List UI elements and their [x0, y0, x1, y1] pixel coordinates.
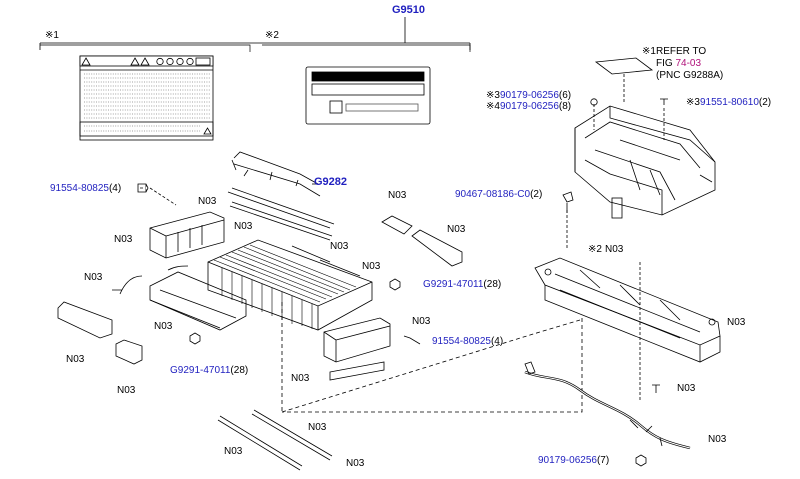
n03-label: N03 — [198, 196, 217, 207]
bus-bar — [411, 229, 463, 267]
n03-label: N03 — [224, 446, 243, 457]
spacer-note-mark: ※2 — [588, 244, 602, 255]
connecting-rod — [229, 201, 333, 241]
n03-label: N03 — [346, 458, 365, 469]
refer-fig-link[interactable]: 74-03 — [675, 58, 702, 69]
n03-label: N03 — [677, 383, 696, 394]
refer-pnc: (PNC G9288A) — [656, 70, 724, 81]
side-rail — [115, 339, 143, 365]
n03-label: N03 — [362, 261, 381, 272]
n03-label: N03 — [114, 234, 133, 245]
n03-label: N03 — [84, 272, 103, 283]
group-1-callout: ※1 — [45, 30, 59, 41]
n03-label: N03 — [447, 224, 466, 235]
part-ref-4[interactable]: 91554-80825(4) — [50, 183, 122, 194]
n03-label: N03 — [291, 373, 310, 384]
refer-fig[interactable]: FIG 74-03 — [656, 58, 723, 70]
part-ref-5[interactable]: 90467-08186-C0(2) — [455, 189, 543, 200]
end-plate-left — [149, 211, 225, 259]
refer-fig-prefix: FIG — [656, 58, 673, 69]
group-2-callout: ※2 — [265, 30, 279, 41]
battery-cell-stack — [207, 239, 373, 331]
nut-icon — [189, 332, 201, 345]
part-ref-8[interactable]: G9291-47011(28) — [170, 365, 249, 376]
n03-label: N03 — [605, 244, 624, 255]
part-ref-1[interactable]: ※390179-06256(6) — [486, 90, 572, 101]
battery-ecu-board — [323, 317, 391, 363]
nut-icon — [635, 454, 647, 467]
bus-bar — [381, 215, 413, 235]
n03-label: N03 — [66, 354, 85, 365]
bolt-icon — [652, 384, 660, 393]
bus-bar-bracket — [231, 151, 321, 197]
bolt-icon — [660, 98, 668, 105]
lower-battery-tray — [534, 257, 721, 363]
battery-assy-label-sticker — [305, 66, 431, 125]
connector-block — [329, 361, 385, 381]
lower-frame — [149, 271, 247, 331]
n03-label: N03 — [388, 190, 407, 201]
n03-label: N03 — [154, 321, 173, 332]
part-ref-9[interactable]: 90179-06256(7) — [538, 455, 610, 466]
spacer-block — [611, 197, 623, 219]
nut-icon — [590, 98, 598, 106]
part-ref-7[interactable]: 91554-80825(4) — [432, 336, 504, 347]
figure-number: G9510 — [392, 4, 426, 16]
n03-label: N03 — [308, 422, 327, 433]
part-ref-3[interactable]: ※391551-80610(2) — [686, 97, 772, 108]
n03-label: N03 — [330, 241, 349, 252]
refer-note-mark: ※1 — [642, 46, 656, 57]
connecting-rod — [227, 187, 335, 229]
n03-label: N03 — [234, 221, 253, 232]
n03-label: N03 — [117, 385, 136, 396]
clip-icon — [562, 191, 574, 213]
warning-label-sticker — [79, 55, 214, 141]
wire-harness — [524, 361, 691, 450]
refer-note: REFER TO FIG 74-03 (PNC G9288A) — [656, 46, 723, 82]
nut-icon — [389, 278, 401, 291]
n03-label: N03 — [412, 316, 431, 327]
bolt-icon — [403, 335, 421, 345]
bolt-icon — [137, 183, 149, 193]
upper-battery-cover — [574, 105, 716, 216]
wire-lead — [112, 275, 143, 295]
cover-plate — [594, 57, 654, 75]
subassembly-ref-link[interactable]: G9282 — [314, 176, 348, 188]
n03-label: N03 — [727, 317, 746, 328]
refer-line-1: REFER TO — [656, 46, 707, 57]
long-rod — [217, 415, 303, 471]
part-ref-6[interactable]: G9291-47011(28) — [423, 279, 502, 290]
long-rod — [251, 409, 333, 461]
side-rail — [57, 301, 113, 339]
n03-label: N03 — [708, 434, 727, 445]
part-ref-2[interactable]: ※490179-06256(8) — [486, 101, 572, 112]
bus-bar — [291, 245, 361, 277]
wire-lead — [167, 265, 189, 271]
